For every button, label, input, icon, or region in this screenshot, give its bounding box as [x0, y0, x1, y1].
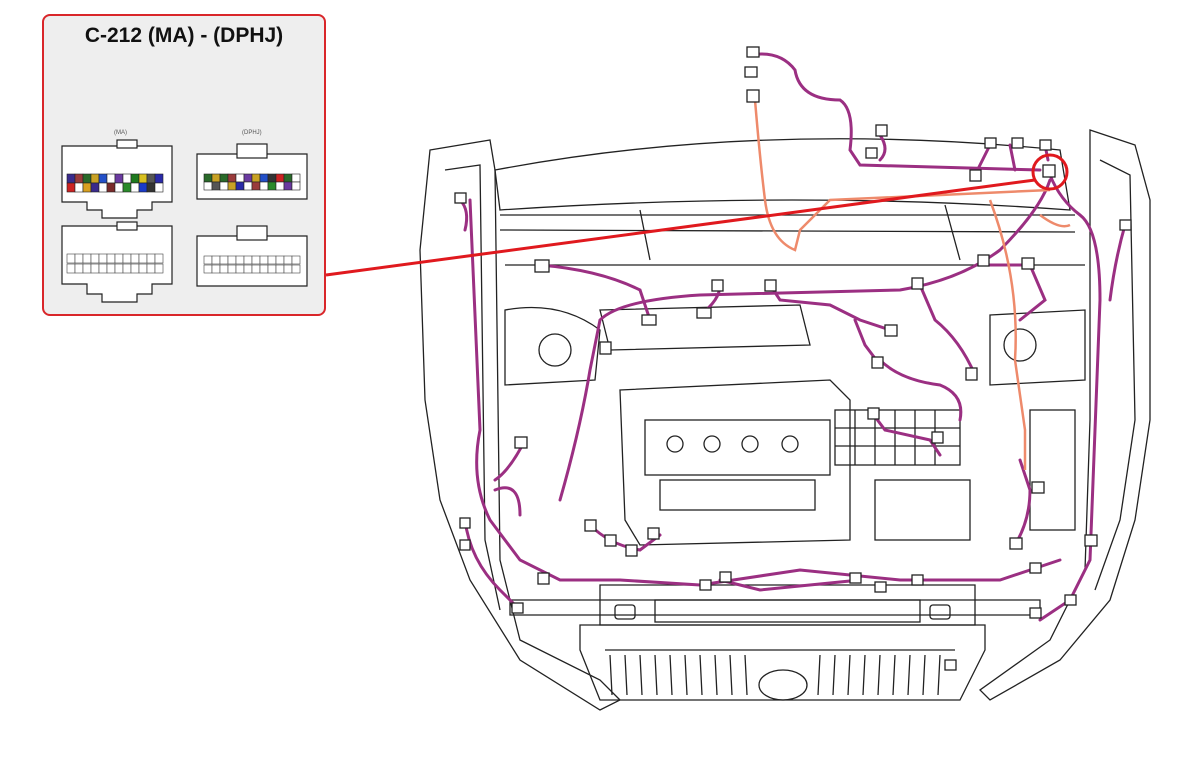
- wire-harness: [458, 52, 1127, 622]
- left-connector-label: (MA): [114, 130, 127, 136]
- callout-leader-line: [325, 178, 1036, 277]
- callout-title: C-212 (MA) - (DPHJ): [84, 24, 284, 47]
- connector-callout: C-212 (MA) - (DPHJ) (MA) (DPHJ): [42, 14, 326, 316]
- secondary-harness: [753, 99, 1071, 470]
- highlight-circle: [1031, 153, 1069, 191]
- right-connector-label: (DPHJ): [242, 130, 262, 136]
- connector-pinout-icon: [61, 139, 308, 303]
- connectors: [454, 46, 1132, 671]
- vehicle-outline: [419, 129, 1151, 711]
